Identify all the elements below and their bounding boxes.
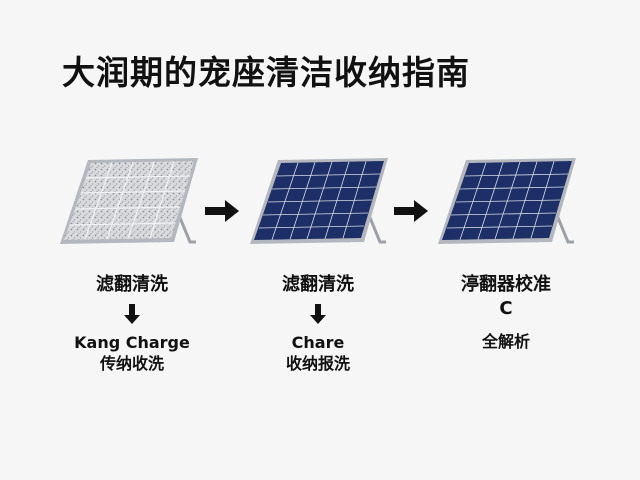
step-1-label: 滤翻清洗 xyxy=(96,274,168,295)
step-3-description: C 全解析 xyxy=(416,298,596,352)
step-2-label: 滤翻清洗 xyxy=(282,274,354,295)
step-3-sub-1: C xyxy=(499,298,513,319)
step-1-description: Kang Charge 传纳收洗 xyxy=(42,332,222,374)
step-3-sub-2: 全解析 xyxy=(481,332,530,351)
step-1-sub-1: Kang Charge xyxy=(74,333,190,352)
arrow-down-icon xyxy=(310,304,326,324)
arrow-right-icon xyxy=(394,198,428,224)
step-2-description: Chare 收纳报洗 xyxy=(228,332,408,374)
solar-panel-clean xyxy=(248,150,398,265)
step-2-sub-1: Chare xyxy=(291,333,345,352)
arrow-right-icon xyxy=(205,198,239,224)
step-2-sub-2: 收纳报洗 xyxy=(285,354,350,373)
arrow-down-icon xyxy=(124,304,140,324)
step-1-sub-2: 传纳收洗 xyxy=(99,354,164,373)
solar-panel-calibrated xyxy=(436,150,586,265)
step-3-label: 渟翻器校准 xyxy=(461,274,551,295)
solar-panel-dirty xyxy=(58,150,208,265)
page-title: 大润期的宠座清洁收纳指南 xyxy=(62,53,470,92)
